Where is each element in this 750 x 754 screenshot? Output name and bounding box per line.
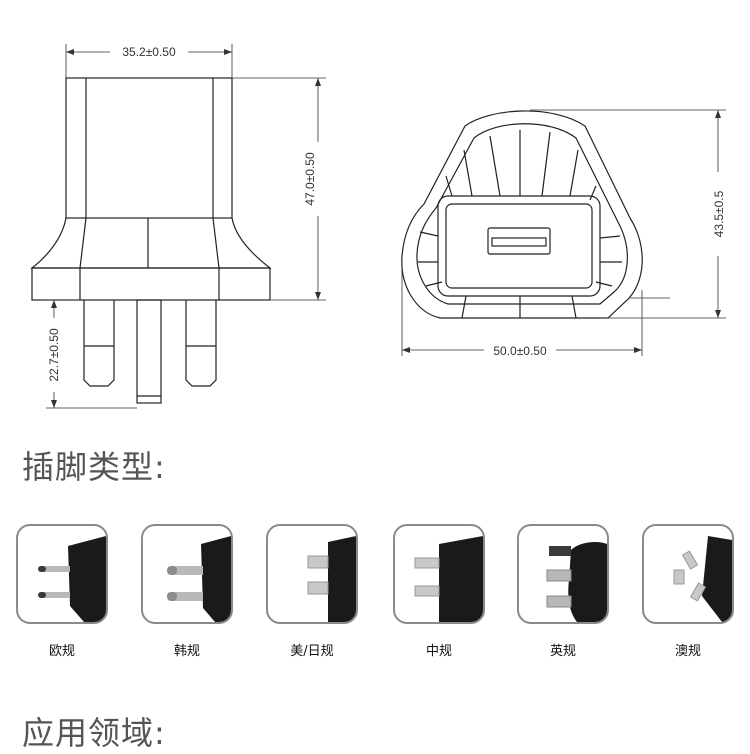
plug-card-kr: [141, 524, 233, 624]
technical-drawing: 35.2±0.50 47.0±0.50 22.7±0.50 50.0±0.50 …: [30, 44, 726, 409]
plug-card-au: [642, 524, 734, 624]
us-jp-plug-icon: [307, 536, 356, 622]
plug-label-uk: 英规: [549, 644, 576, 659]
plug-label-cn: 中规: [425, 644, 452, 659]
dim-front-height: 43.5±0.5: [712, 190, 726, 237]
plug-card-eu: [16, 524, 108, 624]
dim-height-body: 47.0±0.50: [303, 152, 317, 206]
kr-plug-icon: [167, 536, 231, 622]
plug-card-cn: [393, 524, 485, 624]
uk-plug-icon: [546, 542, 607, 622]
eu-plug-icon: [38, 536, 106, 622]
application-heading: 应用领域:: [22, 714, 166, 752]
front-view: [401, 110, 643, 319]
dim-width-top: 35.2±0.50: [122, 45, 176, 59]
side-view: [30, 77, 272, 404]
au-plug-icon: [673, 536, 732, 622]
dim-front-width: 50.0±0.50: [493, 344, 547, 358]
plug-card-us-jp: [266, 524, 358, 624]
plug-label-eu: 欧规: [48, 644, 75, 659]
plug-card-uk: [517, 524, 609, 624]
plug-types-heading: 插脚类型:: [22, 448, 166, 486]
dim-pin-length: 22.7±0.50: [47, 328, 61, 382]
plug-label-us-jp: 美/日规: [290, 644, 334, 659]
plug-label-au: 澳规: [674, 644, 701, 659]
plug-label-kr: 韩规: [173, 644, 200, 659]
cn-plug-icon: [414, 536, 483, 622]
